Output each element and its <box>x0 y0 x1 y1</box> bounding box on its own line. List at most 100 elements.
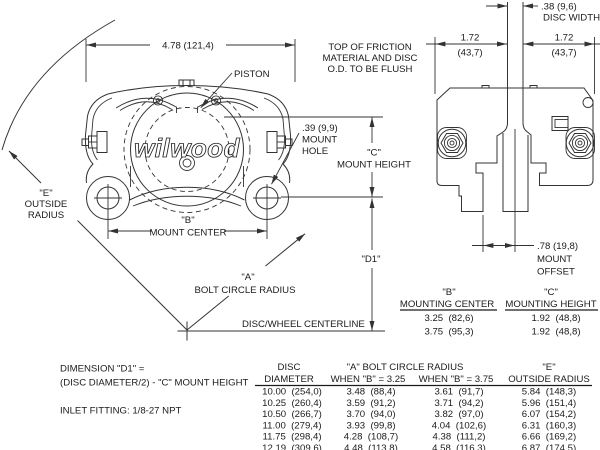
svg-text:(43,7): (43,7) <box>457 48 482 59</box>
bleed-screw-right <box>266 131 293 153</box>
disc-lines <box>507 2 524 252</box>
e-group-header: "E" <box>542 362 555 373</box>
svg-text:.39 (9,9): .39 (9,9) <box>302 123 338 134</box>
bolt-circle-dimension: "A" BOLT CIRCLE RADIUS <box>186 233 306 331</box>
disc-table: DISC "A" BOLT CIRCLE RADIUS "E" DIAMETER… <box>255 362 592 450</box>
mount-bolt-right <box>565 127 595 159</box>
table-cell: 6.66 (169,2) <box>522 432 576 443</box>
side-body <box>436 85 594 212</box>
table-cell: 3.59 (91,2) <box>346 398 395 409</box>
inlet-fitting-note: INLET FITTING: 1/8-27 NPT <box>60 406 182 417</box>
disc-width-dimension: .38 (9,6) DISC WIDTH <box>486 2 600 24</box>
table-cell: 11.75 (298,4) <box>262 432 321 443</box>
width-dimension: 4.78 (121,4) <box>85 39 296 82</box>
table-cell: 3.82 (97,0) <box>434 409 483 420</box>
svg-text:TOP OF FRICTION: TOP OF FRICTION <box>328 42 411 53</box>
mounting-table: "B" MOUNTING CENTER "C" MOUNTING HEIGHT … <box>400 287 598 338</box>
table-cell: 3.71 (94,2) <box>434 398 483 409</box>
wilwood-logo: wilwood <box>134 133 241 163</box>
table-cell: 3.48 (88,4) <box>346 387 395 398</box>
svg-text:MOUNT HEIGHT: MOUNT HEIGHT <box>337 160 411 171</box>
notes-block: DIMENSION "D1" = (DISC DIAMETER/2) - "C"… <box>60 364 249 417</box>
table-cell: 4.58 (116,3) <box>432 443 486 450</box>
outside-radius-subheader: OUTSIDE RADIUS <box>508 374 590 385</box>
table-cell: 3.93 (99,8) <box>346 420 395 431</box>
piston-label: PISTON <box>200 69 270 109</box>
mount-hole-left <box>94 184 122 212</box>
b325-subheader: WHEN "B" = 3.25 <box>331 374 406 385</box>
table-cell: 4.38 (111,2) <box>433 432 486 443</box>
d1-formula-line2: (DISC DIAMETER/2) - "C" MOUNT HEIGHT <box>60 378 249 389</box>
bleed-screw-left <box>81 131 108 153</box>
table-cell: 10.00 (254,0) <box>262 387 322 398</box>
table-cell: 5.96 (151,4) <box>522 398 576 409</box>
table-cell: 6.07 (154,2) <box>522 409 576 420</box>
mount-hole-label: .39 (9,9) MOUNT HOLE <box>271 123 338 185</box>
disc-group-header: DISC <box>278 362 301 373</box>
d1-formula-line1: DIMENSION "D1" = <box>60 364 145 375</box>
svg-text:RADIUS: RADIUS <box>28 210 64 221</box>
svg-text:1.72: 1.72 <box>555 33 574 44</box>
svg-text:MOUNT: MOUNT <box>302 135 337 146</box>
table-cell: 12.19 (309,6) <box>262 443 322 450</box>
table-cell: 11.00 (279,4) <box>262 420 321 431</box>
svg-text:MATERIAL AND DISC: MATERIAL AND DISC <box>323 53 418 64</box>
table-cell: 3.25 (82,6) <box>424 313 473 324</box>
mount-offset-dimension: .78 (19,8) MOUNT OFFSET <box>472 215 578 278</box>
table-cell: 10.50 (266,7) <box>262 409 322 420</box>
table-cell: 5.84 (148,3) <box>522 387 576 398</box>
piston-text: PISTON <box>234 69 270 80</box>
svg-text:"E": "E" <box>39 188 52 199</box>
svg-text:DISC/WHEEL CENTERLINE: DISC/WHEEL CENTERLINE <box>242 319 365 330</box>
b-header: "B" <box>442 287 455 298</box>
table-cell: 1.92 (48,8) <box>531 313 580 324</box>
svg-text:.78 (19,8): .78 (19,8) <box>537 241 578 252</box>
svg-text:BOLT CIRCLE RADIUS: BOLT CIRCLE RADIUS <box>195 285 296 296</box>
c-header: "C" <box>544 287 558 298</box>
table-cell: 6.87 (174,5) <box>522 443 576 450</box>
svg-text:"B": "B" <box>181 215 194 226</box>
svg-text:MOUNT: MOUNT <box>537 254 572 265</box>
centerline: DISC/WHEEL CENTERLINE <box>177 319 385 341</box>
e-radius-label: "E" OUTSIDE RADIUS <box>25 188 68 221</box>
right-width-dimension: 1.72 (43,7) <box>523 33 600 94</box>
mount-center-dimension: "B" MOUNT CENTER <box>107 212 268 239</box>
a-group-header: "A" BOLT CIRCLE RADIUS <box>347 362 464 373</box>
table-cell: 1.92 (48,8) <box>531 327 580 338</box>
table-cell: 4.48 (113,8) <box>344 443 398 450</box>
b-subheader: MOUNTING CENTER <box>400 299 494 310</box>
svg-text:"C": "C" <box>367 148 381 159</box>
svg-text:O.D. TO BE FLUSH: O.D. TO BE FLUSH <box>328 64 413 75</box>
table-cell: 10.25 (260,4) <box>262 398 322 409</box>
c-subheader: MOUNTING HEIGHT <box>505 299 596 310</box>
d1-dimension: "D1" <box>361 198 381 331</box>
table-cell: 3.61 (91,7) <box>434 387 483 398</box>
mount-bolt-left <box>437 127 467 159</box>
mount-hole-right <box>253 184 281 212</box>
svg-text:OFFSET: OFFSET <box>537 267 575 278</box>
piston-circles <box>123 86 251 213</box>
diameter-subheader: DIAMETER <box>264 374 314 385</box>
svg-text:.38 (9,6): .38 (9,6) <box>541 2 577 13</box>
width-dim-text: 4.78 (121,4) <box>162 41 214 52</box>
svg-text:OUTSIDE: OUTSIDE <box>25 199 68 210</box>
svg-text:MOUNT CENTER: MOUNT CENTER <box>149 228 226 239</box>
mount-height-dimension: "C" MOUNT HEIGHT <box>224 116 411 198</box>
side-view-caliper: .38 (9,6) DISC WIDTH 1.72 (43,7) 1.72 (4… <box>426 2 600 278</box>
svg-text:(43,7): (43,7) <box>551 48 576 59</box>
table-cell: 3.75 (95,3) <box>424 327 473 338</box>
svg-text:HOLE: HOLE <box>302 146 328 157</box>
b375-subheader: WHEN "B" = 3.75 <box>419 374 494 385</box>
svg-text:"D1": "D1" <box>361 254 380 265</box>
table-cell: 4.28 (108,7) <box>344 432 398 443</box>
table-cell: 6.31 (160,3) <box>522 420 576 431</box>
e-radius-arc <box>1 19 188 331</box>
svg-text:1.72: 1.72 <box>461 33 480 44</box>
left-width-dimension: 1.72 (43,7) <box>426 33 507 94</box>
table-cell: 4.04 (102,6) <box>432 420 486 431</box>
flush-note: TOP OF FRICTION MATERIAL AND DISC O.D. T… <box>323 42 418 75</box>
svg-text:"A": "A" <box>241 272 254 283</box>
front-view-caliper: wilwood <box>1 19 418 341</box>
